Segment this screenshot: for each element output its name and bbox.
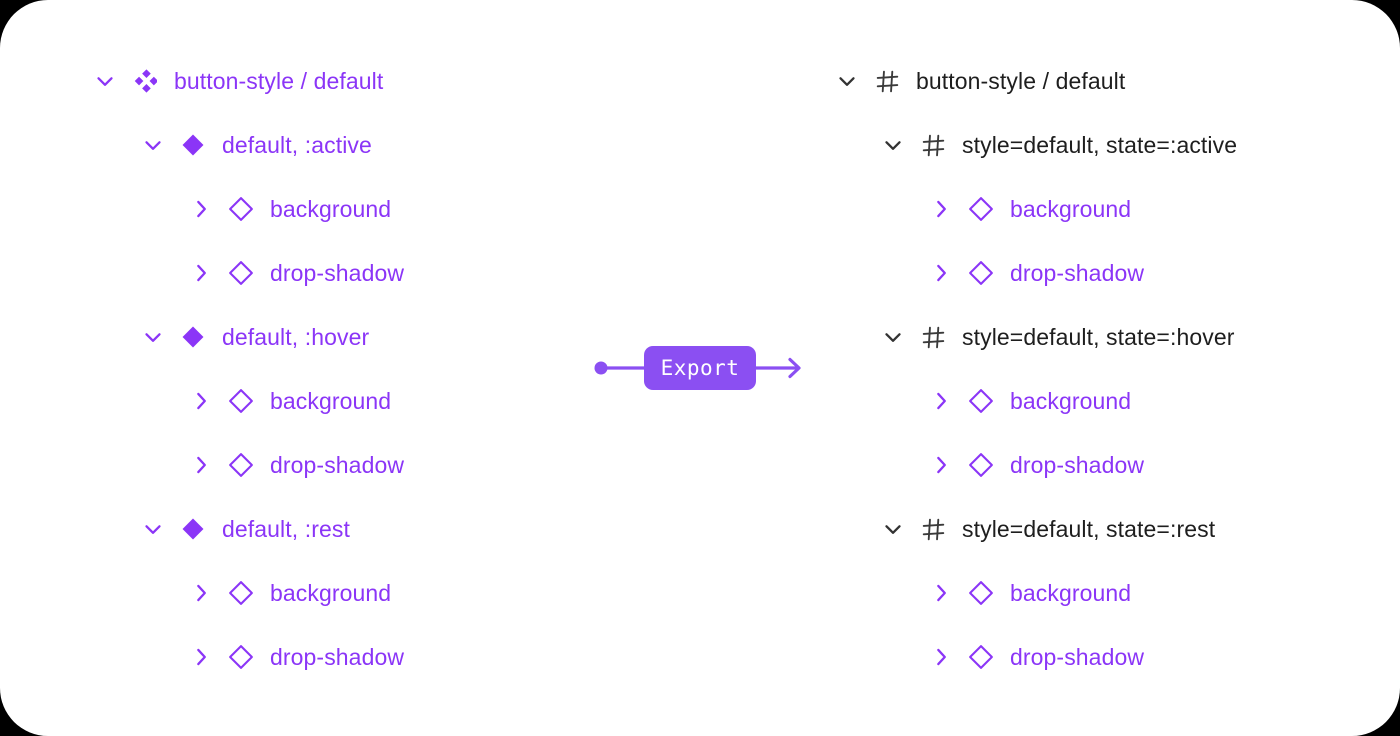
instance-icon [964, 384, 998, 418]
frame-icon [916, 320, 950, 354]
chevron-down-icon[interactable] [876, 128, 910, 162]
chevron-right-icon[interactable] [184, 192, 218, 226]
tree-row-label: style=default, state=:active [962, 131, 1238, 158]
tree-row-label: background [1010, 195, 1132, 222]
frame-icon [870, 64, 904, 98]
chevron-right-icon[interactable] [184, 640, 218, 674]
tree-row[interactable]: style=default, state=:active [876, 125, 1237, 165]
tree-row-label: background [1010, 387, 1132, 414]
chevron-right-icon[interactable] [184, 256, 218, 290]
chevron-right-icon[interactable] [924, 448, 958, 482]
instance-icon [224, 448, 258, 482]
tree-row-label: background [270, 579, 392, 606]
chevron-down-icon[interactable] [88, 64, 122, 98]
chevron-down-icon[interactable] [136, 512, 170, 546]
tree-row-label: style=default, state=:hover [962, 323, 1235, 350]
chevron-down-icon[interactable] [830, 64, 864, 98]
tree-row-label: button-style / default [174, 67, 384, 94]
tree-row[interactable]: drop-shadow [924, 253, 1144, 293]
instance-icon [224, 384, 258, 418]
export-button[interactable]: Export [644, 346, 756, 390]
tree-row[interactable]: drop-shadow [924, 445, 1144, 485]
tree-row-label: default, :active [222, 131, 372, 158]
tree-row-label: background [270, 387, 392, 414]
tree-row-label: drop-shadow [270, 259, 405, 286]
tree-row[interactable]: style=default, state=:hover [876, 317, 1234, 357]
tree-row[interactable]: style=default, state=:rest [876, 509, 1215, 549]
tree-row-label: drop-shadow [270, 643, 405, 670]
instance-icon [224, 256, 258, 290]
instance-icon [964, 640, 998, 674]
tree-row[interactable]: default, :active [136, 125, 372, 165]
tree-row-label: background [270, 195, 392, 222]
tree-row-label: default, :hover [222, 323, 370, 350]
connector-input-dot[interactable] [594, 361, 608, 375]
tree-row[interactable]: background [184, 189, 391, 229]
chevron-down-icon[interactable] [136, 128, 170, 162]
export-connector [594, 357, 801, 379]
tree-row[interactable]: drop-shadow [924, 637, 1144, 677]
tree-row-label: style=default, state=:rest [962, 515, 1216, 542]
tree-row-label: background [1010, 579, 1132, 606]
tree-row[interactable]: background [184, 381, 391, 421]
instance-icon [964, 576, 998, 610]
instance-icon [964, 448, 998, 482]
tree-row[interactable]: drop-shadow [184, 253, 404, 293]
chevron-down-icon[interactable] [876, 320, 910, 354]
chevron-right-icon[interactable] [184, 448, 218, 482]
tree-row[interactable]: background [184, 573, 391, 613]
frame-icon [916, 512, 950, 546]
instance-icon [224, 576, 258, 610]
tree-row[interactable]: button-style / default [88, 61, 383, 101]
chevron-right-icon[interactable] [184, 384, 218, 418]
tree-row[interactable]: background [924, 189, 1131, 229]
component-icon [176, 128, 210, 162]
instance-icon [224, 192, 258, 226]
chevron-right-icon[interactable] [924, 192, 958, 226]
export-button-label: Export [660, 355, 740, 380]
frame-icon [916, 128, 950, 162]
instance-icon [964, 256, 998, 290]
chevron-right-icon[interactable] [924, 256, 958, 290]
arrow-head-icon [788, 357, 801, 379]
chevron-right-icon[interactable] [184, 576, 218, 610]
tree-row-label: drop-shadow [1010, 643, 1145, 670]
tree-row-label: drop-shadow [1010, 259, 1145, 286]
instance-icon [224, 640, 258, 674]
chevron-right-icon[interactable] [924, 576, 958, 610]
export-node: Export [594, 346, 806, 390]
tree-row-label: button-style / default [916, 67, 1126, 94]
chevron-down-icon[interactable] [876, 512, 910, 546]
tree-row-label: default, :rest [222, 515, 350, 542]
tree-row[interactable]: button-style / default [830, 61, 1125, 101]
tree-row[interactable]: background [924, 381, 1131, 421]
tree-row-label: drop-shadow [270, 451, 405, 478]
instance-icon [964, 192, 998, 226]
component-icon [176, 320, 210, 354]
chevron-right-icon[interactable] [924, 640, 958, 674]
component-set-icon [128, 64, 162, 98]
component-icon [176, 512, 210, 546]
chevron-down-icon[interactable] [136, 320, 170, 354]
tree-row[interactable]: drop-shadow [184, 637, 404, 677]
tree-row[interactable]: drop-shadow [184, 445, 404, 485]
tree-row[interactable]: default, :hover [136, 317, 369, 357]
tree-row-label: drop-shadow [1010, 451, 1145, 478]
tree-row[interactable]: default, :rest [136, 509, 350, 549]
chevron-right-icon[interactable] [924, 384, 958, 418]
tree-row[interactable]: background [924, 573, 1131, 613]
